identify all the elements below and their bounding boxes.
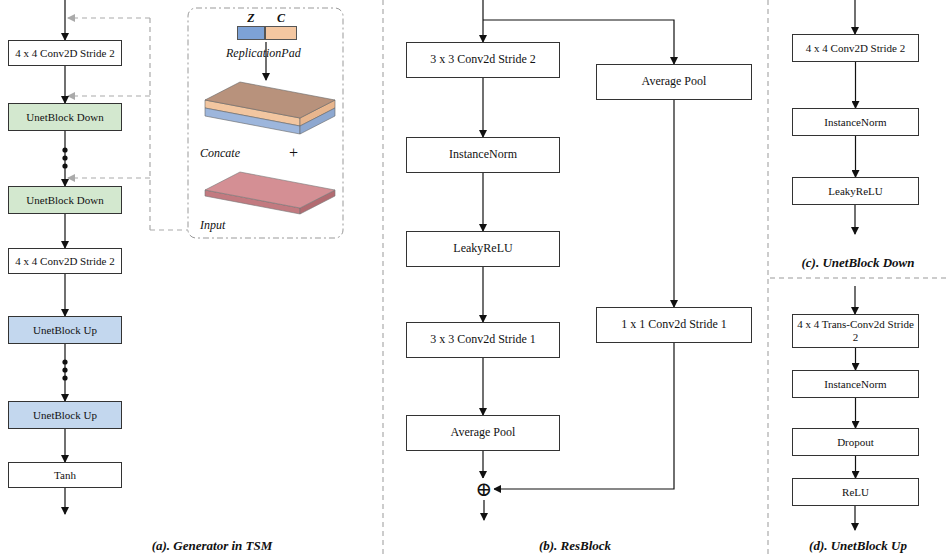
- node-text: 3 x 3 Conv2d Stride 1: [430, 333, 536, 347]
- flow-arrow: [855, 62, 856, 108]
- node-text: LeakyReLU: [828, 185, 882, 198]
- node-text: C: [266, 11, 296, 26]
- process-box: Tanh: [8, 462, 122, 488]
- process-box: 3 x 3 Conv2d Stride 2: [406, 42, 560, 78]
- inset-label: Concate: [200, 146, 240, 161]
- process-box: 4 x 4 Conv2D Stride 2: [8, 248, 122, 274]
- node-text: InstanceNorm: [824, 116, 886, 129]
- node-text: ReLU: [842, 486, 869, 499]
- process-box: 4 x 4 Trans-Conv2d Stride 2: [792, 314, 919, 348]
- inset-label: +: [288, 144, 299, 162]
- process-box: LeakyReLU: [792, 177, 919, 205]
- flow-arrow: [673, 100, 674, 307]
- flow-arrow: [64, 131, 65, 186]
- process-box: 3 x 3 Conv2d Stride 1: [406, 322, 560, 358]
- caption: (a). Generator in TSM: [152, 538, 273, 554]
- inset-frame: [188, 8, 343, 238]
- node-text: InstanceNorm: [449, 148, 517, 162]
- process-box: 4 x 4 Conv2D Stride 2: [8, 40, 122, 66]
- node-text: 1 x 1 Conv2d Stride 1: [621, 318, 727, 332]
- process-box: Average Pool: [596, 64, 752, 100]
- node-text: 4 x 4 Conv2D Stride 2: [15, 255, 114, 268]
- caption: (d). UnetBlock Up: [809, 538, 907, 554]
- io-line: [65, 0, 855, 530]
- process-box: UnetBlock Up: [8, 401, 122, 429]
- caption: (c). UnetBlock Down: [801, 255, 914, 271]
- node-text: UnetBlock Up: [33, 409, 97, 422]
- process-box: UnetBlock Down: [8, 103, 122, 131]
- process-box: InstanceNorm: [792, 370, 919, 398]
- node-text: Z: [238, 11, 264, 26]
- process-box: ReLU: [792, 478, 919, 506]
- flow-arrow: [855, 136, 856, 177]
- z-vector: Z: [237, 26, 265, 40]
- node-text: Average Pool: [451, 426, 516, 440]
- node-text: 3 x 3 Conv2d Stride 2: [430, 53, 536, 67]
- process-box: UnetBlock Down: [8, 186, 122, 214]
- process-box: Dropout: [792, 428, 919, 456]
- input-slab: [205, 172, 335, 214]
- flow-arrow: [482, 173, 483, 231]
- node-text: Tanh: [54, 469, 76, 482]
- node-text: 4 x 4 Conv2D Stride 2: [15, 47, 114, 60]
- process-box: UnetBlock Up: [8, 316, 122, 344]
- node-text: InstanceNorm: [824, 378, 886, 391]
- process-box: LeakyReLU: [406, 231, 560, 267]
- node-text: LeakyReLU: [453, 242, 512, 256]
- process-box: 1 x 1 Conv2d Stride 1: [596, 307, 752, 343]
- flow-arrow: [482, 78, 483, 137]
- process-box: InstanceNorm: [406, 137, 560, 173]
- node-text: Average Pool: [642, 75, 707, 89]
- c-vector: C: [265, 26, 297, 40]
- flow-arrow: [482, 451, 483, 478]
- flow-arrow: [482, 358, 483, 415]
- node-text: Dropout: [837, 436, 874, 449]
- process-box: 4 x 4 Conv2D Stride 2: [792, 34, 919, 62]
- caption: (b). ResBlock: [539, 538, 611, 554]
- process-box: Average Pool: [406, 415, 560, 451]
- node-text: 4 x 4 Conv2D Stride 2: [806, 42, 905, 55]
- flow-arrow: [64, 429, 65, 462]
- node-text: ⊕: [476, 479, 493, 499]
- node-text: 4 x 4 Trans-Conv2d Stride 2: [797, 318, 914, 343]
- inset-label: Input: [200, 218, 225, 233]
- flow-arrow: [855, 398, 856, 428]
- flow-arrow: [64, 274, 65, 316]
- node-text: UnetBlock Up: [33, 324, 97, 337]
- separator: [383, 0, 948, 557]
- node-text: UnetBlock Down: [26, 111, 103, 124]
- flow-arrow: [64, 344, 65, 401]
- node-text: UnetBlock Down: [26, 194, 103, 207]
- concat-slab: [205, 82, 335, 134]
- flow-arrow: [64, 214, 65, 248]
- flow-arrow: [482, 267, 483, 322]
- process-box: InstanceNorm: [792, 108, 919, 136]
- flow-arrow: [64, 66, 65, 103]
- sum-node: ⊕: [474, 478, 494, 500]
- inset-label: ReplicationPad: [226, 46, 301, 61]
- flow-arrow: [855, 348, 856, 370]
- flow-arrow: [855, 456, 856, 478]
